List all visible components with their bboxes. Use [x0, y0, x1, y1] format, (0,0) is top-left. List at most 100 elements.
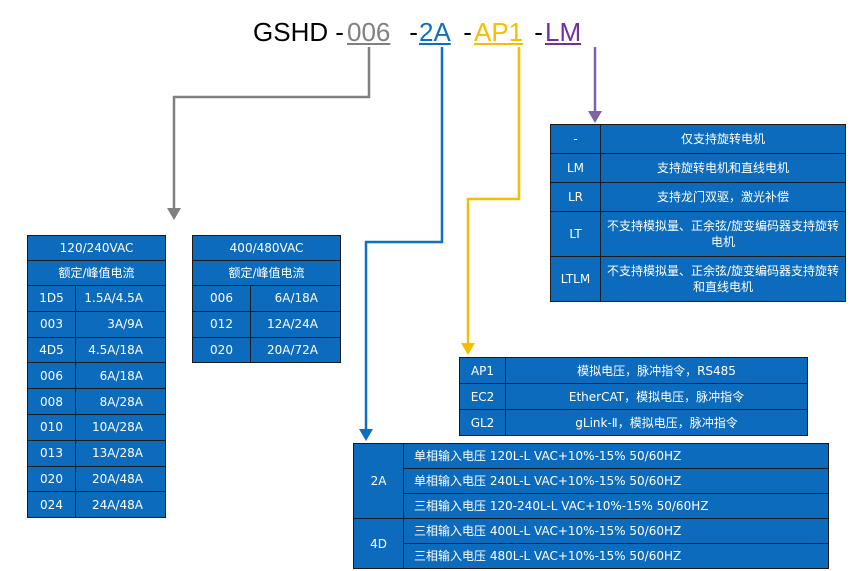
power-desc: 单相输入电压 120L-L VAC+10%-15% 50/60HZ [403, 443, 829, 469]
model-code: 020 [192, 336, 251, 364]
table-row: -仅支持旋转电机 [550, 124, 846, 154]
rated-peak-current: 13A/28A [74, 439, 167, 467]
model-code: 1D5 [27, 285, 76, 312]
power-desc: 三相输入电压 480L-L VAC+10%-15% 50/60HZ [403, 543, 829, 569]
motor-code: LR [550, 182, 601, 212]
gray-arrow-to-current-tables [172, 47, 371, 209]
title-segment: 2A [419, 17, 451, 47]
model-code: 003 [27, 310, 76, 338]
header-row: 额定/峰值电流 [26, 260, 167, 286]
rated-peak-current: 3A/9A [74, 310, 167, 338]
header-row: 额定/峰值电流 [191, 260, 342, 286]
power-desc: 三相输入电压 120-240L-L VAC+10%-15% 50/60HZ [403, 493, 829, 519]
title-segment: 006 [347, 17, 391, 47]
title-segment: AP1 [474, 17, 524, 47]
gray-arrowhead [167, 208, 181, 220]
power-code: 4D [353, 518, 404, 569]
rated-peak-current: 24A/48A [74, 491, 167, 519]
comm-code: AP1 [459, 357, 506, 384]
motor-desc: 支持龙门双驱，激光补偿 [600, 182, 846, 212]
comm-desc: 模拟电压，脉冲指令，RS485 [505, 357, 808, 384]
model-code: 024 [27, 491, 76, 519]
model-code: 008 [27, 388, 76, 415]
rated-peak-current: 12A/24A [249, 310, 342, 338]
rated-peak-current: 20A/72A [249, 336, 342, 364]
title-segment: LM [545, 17, 582, 47]
rated-peak-current: 6A/18A [74, 362, 167, 390]
blue-arrow-to-power-table [364, 47, 444, 430]
comm-desc: gLink-Ⅱ，模拟电压，脉冲指令 [505, 409, 808, 436]
comm-code: GL2 [459, 409, 506, 436]
motor-desc: 支持旋转电机和直线电机 [600, 153, 846, 183]
header-row: 400/480VAC [191, 235, 342, 261]
model-code: 012 [192, 310, 251, 338]
motor-desc: 仅支持旋转电机 [600, 124, 846, 154]
blue-arrowhead [359, 429, 373, 441]
model-code: 010 [27, 413, 76, 441]
rated-peak-current: 4.5A/18A [74, 336, 167, 364]
power-desc: 三相输入电压 400L-L VAC+10%-15% 50/60HZ [403, 518, 829, 544]
rated-peak-current: 6A/18A [249, 285, 342, 312]
motor-code: LM [550, 153, 601, 183]
power-desc: 单相输入电压 240L-L VAC+10%-15% 50/60HZ [403, 468, 829, 494]
purple-arrowhead [588, 111, 602, 123]
motor-code: - [550, 124, 601, 154]
header-row: 120/240VAC [26, 235, 167, 261]
motor-code: LT [550, 211, 601, 257]
table-row: 单相输入电压 240L-L VAC+10%-15% 50/60HZ [354, 468, 829, 494]
motor-code: LTLM [550, 256, 601, 302]
table-row: 三相输入电压 120-240L-L VAC+10%-15% 50/60HZ [354, 493, 829, 519]
comm-desc: EtherCAT，模拟电压，脉冲指令 [505, 383, 808, 410]
table-header: 额定/峰值电流 [26, 260, 167, 286]
power-code: 2A [353, 443, 404, 519]
title-segment: GSHD [253, 17, 329, 47]
title-segment: - [402, 17, 426, 47]
table-header: 120/240VAC [26, 235, 167, 261]
model-code: 4D5 [27, 336, 76, 364]
table-header: 400/480VAC [191, 235, 342, 261]
model-code: 006 [192, 285, 251, 312]
model-code: 020 [27, 465, 76, 493]
model-code: 013 [27, 439, 76, 467]
model-code-title: GSHD - 006 - 2A - AP1 - LM [0, 14, 868, 54]
table-row: 三相输入电压 480L-L VAC+10%-15% 50/60HZ [354, 543, 829, 569]
table-header: 额定/峰值电流 [191, 260, 342, 286]
rated-peak-current: 20A/48A [74, 465, 167, 493]
title-segment: - [527, 17, 551, 47]
rated-peak-current: 1.5A/4.5A [74, 285, 167, 312]
motor-desc: 不支持模拟量、正余弦/旋变编码器支持旋转电机 [600, 211, 846, 257]
yellow-arrowhead [461, 343, 475, 355]
model-code: 006 [27, 362, 76, 390]
motor-desc: 不支持模拟量、正余弦/旋变编码器支持旋转和直线电机 [600, 256, 846, 302]
title-segment: - [328, 17, 352, 47]
title-segment: - [456, 17, 480, 47]
comm-code: EC2 [459, 383, 506, 410]
yellow-arrow-to-comm-table [466, 47, 521, 344]
